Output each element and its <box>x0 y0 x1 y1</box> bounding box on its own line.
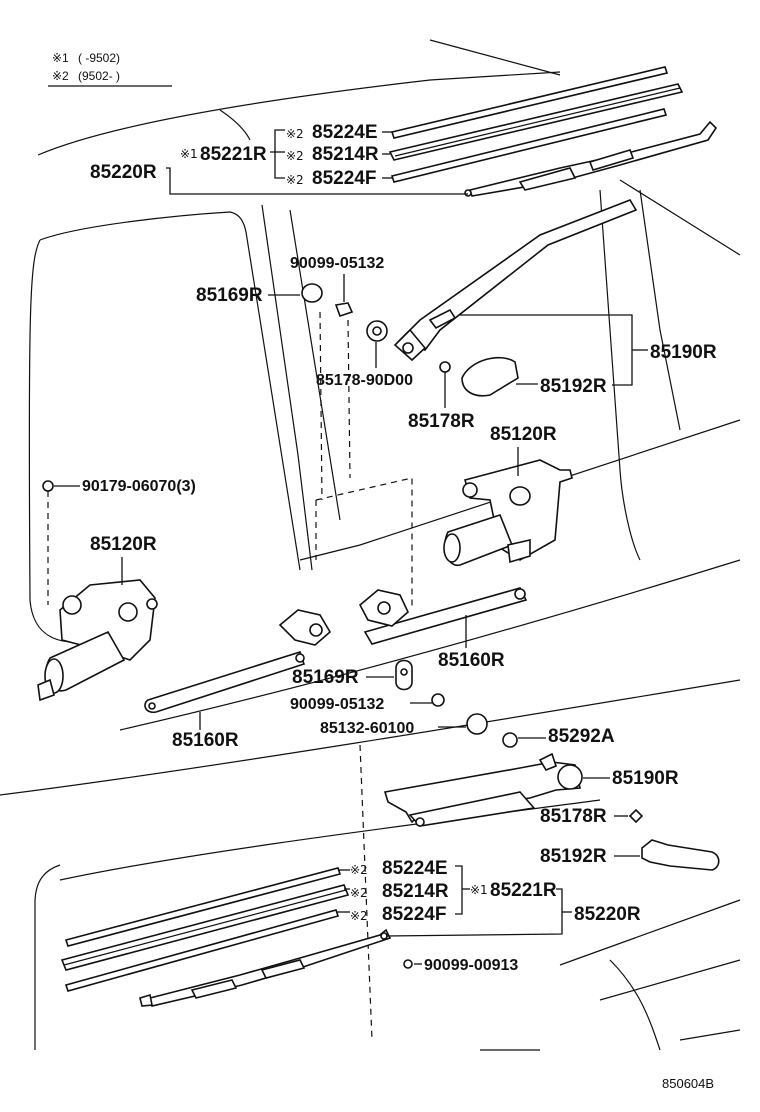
part-label-85190R-lower: 85190R <box>612 768 679 789</box>
part-label-85292A: 85292A <box>548 726 615 747</box>
part-label-90099-05132-upper: 90099-05132 <box>290 255 384 272</box>
part-label-90179-06070: 90179-06070(3) <box>82 478 196 495</box>
mark-2-85224E-lower: ※2 <box>350 863 368 877</box>
mark-1-85221R: ※1 <box>180 147 198 161</box>
left-wiper-motor <box>37 579 158 702</box>
nut-85178R-lower <box>628 808 644 824</box>
part-label-85220R-lower: 85220R <box>574 904 641 925</box>
mark-1-85221R-lower: ※1 <box>470 883 488 897</box>
legend: ※1 ( -9502) ※2 (9502- ) <box>48 51 172 87</box>
bolt-90179 <box>42 480 54 492</box>
mark-2-85214R-lower: ※2 <box>350 886 368 900</box>
part-label-85224E-lower: 85224E <box>382 858 448 879</box>
part-label-85190R-upper: 85190R <box>650 342 717 363</box>
upper-small-parts <box>301 283 519 397</box>
screw-90099-00913 <box>403 959 413 969</box>
upper-wiper-blade-assembly <box>388 66 718 197</box>
middle-small-parts <box>395 659 518 748</box>
legend-line-2-mark: ※2 <box>52 69 69 83</box>
mark-2-85224F: ※2 <box>286 173 304 187</box>
part-label-85224F-upper: 85224F <box>312 168 376 189</box>
mark-2-85224E: ※2 <box>286 127 304 141</box>
left-pivot <box>278 609 332 646</box>
part-label-85214R-lower: 85214R <box>382 881 449 902</box>
part-label-85220R: 85220R <box>90 162 157 183</box>
part-label-85178-90D00: 85178-90D00 <box>316 372 413 389</box>
part-label-85214R-upper: 85214R <box>312 144 379 165</box>
legend-line-1-range: ( -9502) <box>78 51 120 65</box>
part-label-85120R-upper: 85120R <box>490 424 557 445</box>
legend-line-1-mark: ※1 <box>52 51 69 65</box>
mark-2-85214R: ※2 <box>286 149 304 163</box>
cover-85192R-lower <box>641 839 720 871</box>
part-label-85192R-upper: 85192R <box>540 376 607 397</box>
left-link-rod <box>144 651 306 714</box>
part-label-85221R-lower: 85221R <box>490 880 557 901</box>
mark-2-85224F-lower: ※2 <box>350 909 368 923</box>
part-label-85178R-lower: 85178R <box>540 806 607 827</box>
part-label-85169R-middle: 85169R <box>292 667 359 688</box>
part-label-85178R-upper: 85178R <box>408 411 475 432</box>
upper-wiper-arm <box>393 199 638 362</box>
part-label-85132-60100: 85132-60100 <box>320 720 414 737</box>
part-label-85192R-lower: 85192R <box>540 846 607 867</box>
right-pivot <box>358 589 409 627</box>
legend-line-2-range: (9502- ) <box>78 69 120 83</box>
part-label-85224E-upper: 85224E <box>312 122 378 143</box>
part-label-85169R-upper: 85169R <box>196 285 263 306</box>
part-label-85224F-lower: 85224F <box>382 904 446 925</box>
part-label-90099-00913: 90099-00913 <box>424 957 518 974</box>
part-label-85221R: 85221R <box>200 144 267 165</box>
part-label-90099-05132-middle: 90099-05132 <box>290 696 384 713</box>
part-label-85160R-right: 85160R <box>438 650 505 671</box>
lower-wiper-arm <box>383 752 583 827</box>
right-wiper-motor <box>443 459 573 566</box>
part-label-85160R-left: 85160R <box>172 730 239 751</box>
right-link-rod <box>363 587 528 645</box>
lower-wiper-blade-assembly <box>60 867 392 1007</box>
part-label-85120R-middle: 85120R <box>90 534 157 555</box>
diagram-reference-code: 850604B <box>662 1076 714 1091</box>
